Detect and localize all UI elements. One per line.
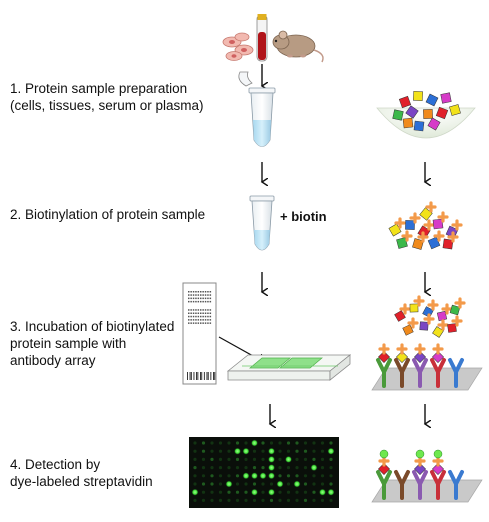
biotin-tag xyxy=(451,219,463,231)
biotin-tag xyxy=(423,219,435,231)
antibody-icon xyxy=(412,449,428,500)
antibody-icon xyxy=(376,449,392,500)
biotin-label: + biotin xyxy=(280,209,327,224)
biotin-tag xyxy=(451,315,463,327)
biotin-tag xyxy=(425,201,437,213)
detection-antibody-row xyxy=(376,449,464,500)
biotin-tag xyxy=(394,217,406,229)
biotin-tag xyxy=(413,295,425,307)
protein-shape xyxy=(449,104,461,116)
biotin-tag xyxy=(409,212,421,224)
protein-shape xyxy=(432,326,444,338)
biotin-tag xyxy=(454,297,466,309)
biotin-tag xyxy=(378,455,390,467)
protein-shape xyxy=(431,462,445,476)
step-1-label: 1. Protein sample preparation (cells, ti… xyxy=(10,81,204,113)
antibody-icon xyxy=(448,470,464,500)
protein-shape xyxy=(402,324,414,336)
tube-icon xyxy=(238,71,276,147)
step-4-text: Detection by dye-labeled streptavidin xyxy=(10,457,153,489)
biotin-tag xyxy=(427,299,439,311)
protein-shape xyxy=(413,350,427,364)
biotinylated-proteins xyxy=(388,201,463,250)
protein-shape xyxy=(412,238,424,250)
step-3-text: Incubation of biotinylated protein sampl… xyxy=(10,319,175,368)
protein-shape xyxy=(395,350,409,364)
biotin-tag xyxy=(437,211,449,223)
protein-shape xyxy=(394,310,406,322)
protein-shape xyxy=(447,323,457,333)
biotin-tag xyxy=(417,231,429,243)
antibody-icon xyxy=(412,343,428,388)
cells-icon xyxy=(222,32,254,61)
protein-shape xyxy=(425,93,439,107)
biotin-tag xyxy=(399,303,411,315)
biotin-tag xyxy=(432,455,444,467)
fluorescent-spots xyxy=(191,439,335,502)
protein-shape xyxy=(442,238,454,250)
protein-shape xyxy=(436,310,448,322)
dye-streptavidin xyxy=(415,449,425,459)
biotin-tag xyxy=(414,455,426,467)
antibody-icon xyxy=(376,343,392,388)
dye-streptavidin xyxy=(379,449,389,459)
biotin-tag xyxy=(414,343,426,355)
array-surface xyxy=(371,367,483,391)
step-4-label: 4. Detection by dye-labeled streptavidin xyxy=(10,457,153,489)
protein-shape xyxy=(377,462,391,476)
tube-icon xyxy=(249,195,275,251)
protein-shape xyxy=(435,106,449,120)
protein-shape xyxy=(413,462,427,476)
biotin-tag xyxy=(447,231,459,243)
protein-shape xyxy=(392,109,404,121)
antibody-icon xyxy=(394,470,410,500)
biotin-tag xyxy=(407,317,419,329)
biotin-tag xyxy=(441,303,453,315)
antibody-icon xyxy=(430,449,446,500)
protein-shape xyxy=(398,95,412,109)
step-1-text: Protein sample preparation (cells, tissu… xyxy=(10,81,204,113)
biotin-tag xyxy=(378,343,390,355)
biotin-tag xyxy=(437,319,449,331)
protein-shape xyxy=(432,218,444,230)
protein-shape xyxy=(422,306,434,318)
protein-mixture xyxy=(392,91,461,132)
incubation-tray xyxy=(226,354,352,381)
protein-shape xyxy=(427,117,441,131)
protein-shape xyxy=(402,117,414,129)
protein-shape xyxy=(431,350,445,364)
protein-shape xyxy=(405,105,419,119)
antibody-icon xyxy=(394,343,410,388)
biotin-tag xyxy=(432,343,444,355)
protein-shape xyxy=(419,207,433,221)
protein-shape xyxy=(409,303,419,313)
antibody-icon xyxy=(430,343,446,388)
array-surface xyxy=(371,479,483,503)
antibody-icon xyxy=(448,358,464,388)
binding-proteins xyxy=(394,295,466,338)
mouse-icon xyxy=(272,30,324,63)
biotin-tag xyxy=(423,313,435,325)
step-2-text: Biotinylation of protein sample xyxy=(25,207,206,222)
protein-shape xyxy=(423,109,433,119)
protein-shape xyxy=(449,304,461,316)
biotin-tag xyxy=(433,230,445,242)
protein-shape xyxy=(377,350,391,364)
step-3-label: 3. Incubation of biotinylated protein sa… xyxy=(10,319,175,368)
protein-shape xyxy=(396,237,408,249)
step-2-label: 2. Biotinylation of protein sample xyxy=(10,207,206,222)
protein-shape xyxy=(405,220,415,230)
biotin-tag xyxy=(396,343,408,355)
dye-streptavidin xyxy=(433,449,443,459)
biotin-tag xyxy=(401,230,413,242)
protein-shape xyxy=(440,92,452,104)
protein-shape xyxy=(413,120,425,132)
antibody-row xyxy=(376,343,464,388)
blood-tube-icon xyxy=(256,14,268,62)
protein-shape xyxy=(413,91,423,101)
protein-shape xyxy=(419,321,429,331)
slide-icon xyxy=(182,282,217,385)
